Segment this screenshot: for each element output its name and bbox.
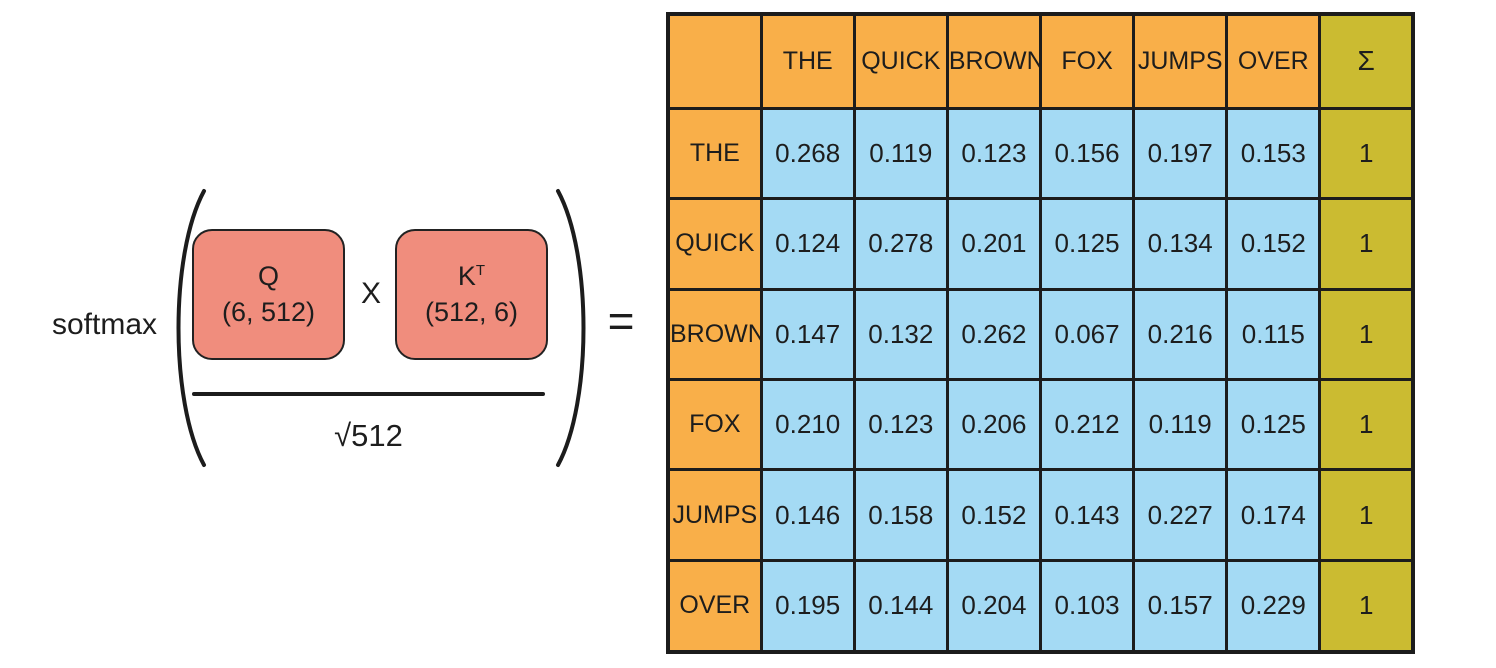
row-sum-cell: 1 (1318, 377, 1415, 472)
row-sum-cell: 1 (1318, 468, 1415, 562)
column-header: OVER (1225, 12, 1322, 110)
attention-value-cell: 0.134 (1132, 197, 1229, 291)
attention-value-cell: 0.204 (945, 558, 1043, 654)
attention-value-cell: 0.278 (852, 197, 949, 291)
attention-value-cell: 0.210 (759, 377, 856, 472)
attention-value-cell: 0.103 (1038, 558, 1136, 654)
attention-value-cell: 0.119 (1132, 377, 1229, 472)
k-matrix-name: KT (458, 259, 485, 294)
row-sum-cell: 1 (1318, 558, 1415, 654)
attention-value-cell: 0.153 (1225, 106, 1322, 201)
attention-value-cell: 0.157 (1132, 558, 1229, 654)
row-label: FOX (666, 377, 763, 472)
attention-value-cell: 0.132 (852, 287, 949, 381)
attention-value-cell: 0.144 (852, 558, 949, 654)
attention-value-cell: 0.115 (1225, 287, 1322, 381)
attention-value-cell: 0.147 (759, 287, 856, 381)
attention-value-cell: 0.229 (1225, 558, 1322, 654)
attention-value-cell: 0.143 (1038, 468, 1136, 562)
attention-value-cell: 0.158 (852, 468, 949, 562)
column-header: THE (759, 12, 856, 110)
attention-value-cell: 0.195 (759, 558, 856, 654)
sqrt-denominator: √512 (334, 418, 403, 453)
attention-value-cell: 0.156 (1038, 106, 1136, 201)
attention-value-cell: 0.146 (759, 468, 856, 562)
column-header: FOX (1038, 12, 1136, 110)
attention-value-cell: 0.067 (1038, 287, 1136, 381)
multiply-operator: X (360, 277, 381, 310)
k-matrix-shape: (512, 6) (424, 296, 519, 327)
attention-value-cell: 0.125 (1225, 377, 1322, 472)
attention-value-cell: 0.197 (1132, 106, 1229, 201)
row-label: JUMPS (666, 468, 763, 562)
row-label: THE (666, 106, 763, 201)
row-sum-cell: 1 (1318, 197, 1415, 291)
row-label: OVER (666, 558, 763, 654)
attention-value-cell: 0.174 (1225, 468, 1322, 562)
q-matrix-name: Q (257, 261, 279, 292)
attention-value-cell: 0.212 (1038, 377, 1136, 472)
attention-value-cell: 0.227 (1132, 468, 1229, 562)
column-header: QUICK (852, 12, 949, 110)
attention-value-cell: 0.124 (759, 197, 856, 291)
attention-value-cell: 0.125 (1038, 197, 1136, 291)
attention-value-cell: 0.123 (852, 377, 949, 472)
attention-value-cell: 0.268 (759, 106, 856, 201)
attention-value-cell: 0.152 (945, 468, 1043, 562)
row-sum-cell: 1 (1318, 287, 1415, 381)
column-header: JUMPS (1132, 12, 1229, 110)
sum-header: Σ (1318, 12, 1415, 110)
row-sum-cell: 1 (1318, 106, 1415, 201)
attention-value-cell: 0.152 (1225, 197, 1322, 291)
k-transpose-matrix-box: KT (512, 6) (395, 229, 548, 360)
attention-value-cell: 0.119 (852, 106, 949, 201)
softmax-function-label: softmax (52, 308, 158, 341)
k-matrix-letter: K (457, 261, 476, 292)
row-label: QUICK (666, 197, 763, 291)
column-header: BROWN (945, 12, 1043, 110)
open-parenthesis-icon (176, 189, 206, 467)
attention-value-cell: 0.206 (945, 377, 1043, 472)
equals-sign: = (607, 295, 635, 347)
attention-value-cell: 0.262 (945, 287, 1043, 381)
attention-value-cell: 0.123 (945, 106, 1043, 201)
transpose-superscript: T (475, 262, 486, 280)
attention-value-cell: 0.216 (1132, 287, 1229, 381)
q-matrix-box: Q (6, 512) (192, 229, 345, 360)
attention-value-cell: 0.201 (945, 197, 1043, 291)
row-label: BROWN (666, 287, 763, 381)
q-matrix-shape: (6, 512) (221, 296, 316, 327)
corner-cell (666, 12, 763, 110)
fraction-bar (192, 392, 545, 396)
close-parenthesis-icon (556, 189, 586, 467)
